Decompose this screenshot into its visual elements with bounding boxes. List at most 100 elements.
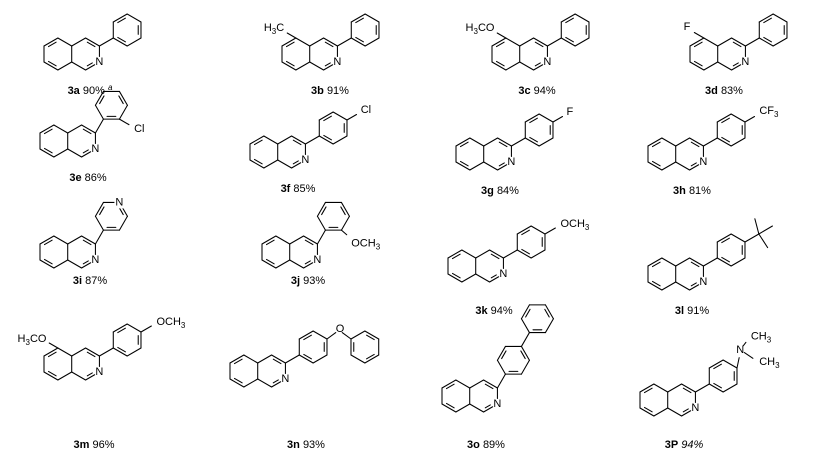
double-bond-line [520, 350, 526, 360]
fluoro-label: F [684, 21, 691, 33]
label-glyph: C [759, 356, 767, 368]
label-glyph: O [38, 333, 47, 345]
compound-3l: N3l 91% [647, 218, 773, 317]
bond-line [318, 111, 334, 121]
compound-id: 3P [665, 439, 678, 451]
label-glyph: O [486, 22, 495, 34]
compound-yield: 85% [293, 183, 315, 195]
bond-line [350, 37, 366, 47]
double-bond-line [451, 253, 461, 260]
bond-line [661, 281, 677, 291]
nitrogen-atom: N [699, 156, 707, 168]
double-bond-line [292, 160, 299, 165]
aryl-link-bond [98, 37, 114, 47]
label-glyph: 3 [181, 321, 186, 330]
label-glyph: O [351, 237, 360, 249]
double-bond-line [366, 334, 375, 341]
bond-line [71, 37, 87, 47]
bond-line [516, 249, 532, 259]
bond-line [81, 124, 96, 134]
bond-line [730, 113, 746, 123]
bond-line [520, 345, 530, 361]
bond-line [140, 325, 152, 333]
double-bond-line [47, 41, 57, 48]
label-glyph: C [276, 22, 284, 34]
bond-line [544, 227, 556, 235]
nitrogen-atom: N [699, 276, 707, 288]
bond-line [708, 383, 724, 393]
label-glyph: 3 [585, 223, 590, 232]
double-bond-line [43, 239, 53, 246]
bond-line [441, 403, 457, 413]
compound-caption: 3n 93% [287, 439, 325, 451]
bond-line [681, 410, 692, 417]
compound-yield: 91% [327, 85, 349, 97]
bond-line [261, 235, 277, 245]
bond-line [758, 233, 769, 249]
bond-line [112, 323, 128, 333]
bond-line [81, 262, 92, 269]
bond-line [483, 161, 499, 171]
bond-line [295, 61, 311, 71]
bond-line [289, 235, 305, 245]
bond-line [112, 347, 128, 357]
bond-line [667, 383, 683, 393]
bond-line [639, 383, 655, 393]
double-bond-line [43, 258, 53, 265]
double-bond-line [272, 379, 279, 384]
bond-line [57, 61, 73, 71]
bond-line [263, 159, 279, 169]
bond-line [257, 378, 273, 388]
bond-line [524, 137, 540, 147]
bond-line [67, 148, 83, 158]
aryl-link-bond [98, 347, 114, 357]
compound-caption: 3i 87% [73, 275, 107, 287]
bond-line [689, 164, 700, 171]
label-glyph: H [759, 330, 767, 342]
bond-line [742, 341, 747, 347]
bond-line [736, 357, 740, 369]
double-bond-line [525, 308, 531, 318]
bond-line [71, 371, 87, 381]
double-bond-line [340, 206, 346, 216]
bond-line [675, 281, 691, 291]
double-bond-line [324, 62, 331, 67]
bond-line [243, 378, 259, 388]
bond-line [520, 318, 530, 334]
bond-line [489, 276, 500, 283]
aryl-link-bond [502, 249, 518, 259]
compound-caption: 3g 84% [481, 185, 519, 197]
bond-line [703, 37, 719, 47]
bond-line [497, 137, 512, 147]
bond-line [754, 218, 760, 235]
bond-line [731, 64, 742, 71]
compound-yield: 94% [534, 85, 556, 97]
nitrogen-atom: N [95, 366, 103, 378]
bond-line [717, 61, 733, 71]
double-bond-line [117, 327, 126, 334]
bond-line [689, 257, 704, 267]
bond-line [364, 13, 380, 23]
bond-line [303, 262, 314, 269]
bond-line [281, 61, 297, 71]
double-bond-line [355, 17, 364, 24]
bond-line [530, 249, 546, 259]
label-mask [114, 196, 125, 209]
bond-line [469, 403, 485, 413]
double-bond-line [285, 41, 295, 48]
bond-line [560, 13, 576, 23]
double-bond-line [521, 248, 530, 255]
double-bond-line [355, 36, 364, 43]
bond-line [661, 137, 677, 147]
bond-line [689, 61, 705, 71]
bond-line [647, 137, 663, 147]
bond-line [39, 124, 55, 134]
compound-caption: 3c 94% [518, 85, 556, 97]
bond-line [731, 37, 746, 47]
